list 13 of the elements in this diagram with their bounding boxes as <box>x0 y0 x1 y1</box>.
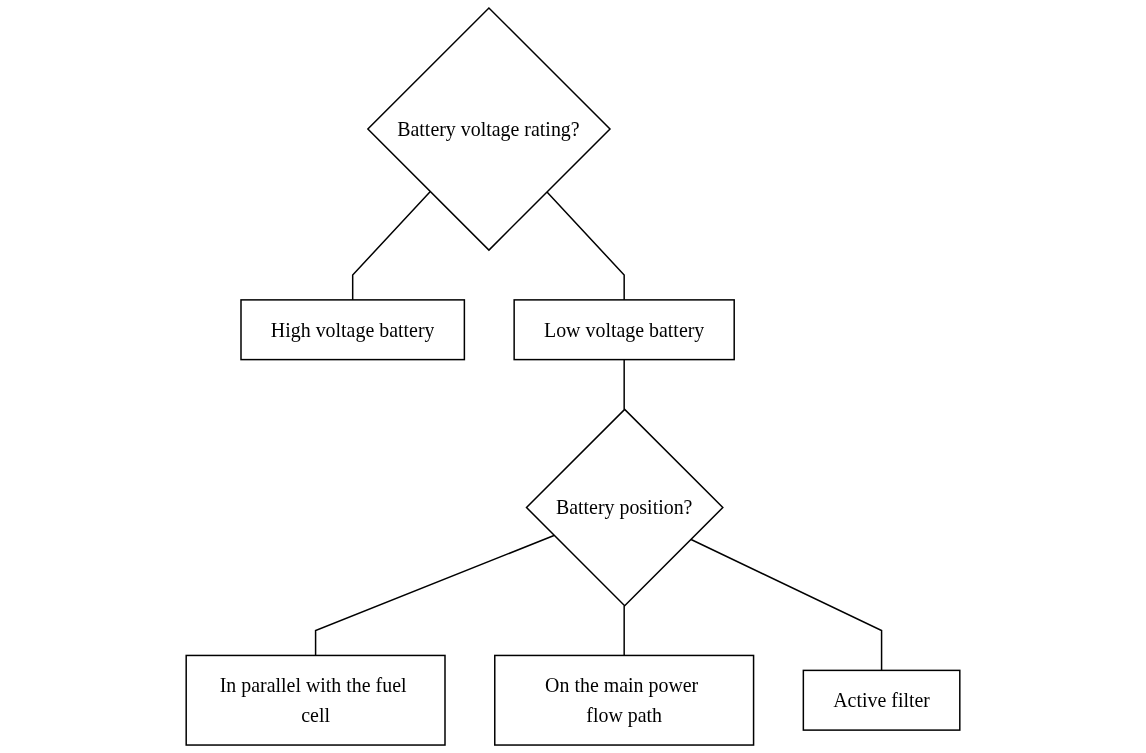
node-diamond: Battery voltage rating? <box>366 6 612 252</box>
connector <box>623 358 625 411</box>
node-box: Active filter <box>802 669 961 731</box>
connector <box>623 604 625 657</box>
node-box: In parallel with the fuel cell <box>185 654 446 746</box>
node-box: Low voltage battery <box>513 299 735 361</box>
connector <box>314 534 555 657</box>
node-diamond: Battery position? <box>525 408 724 607</box>
connector <box>546 191 625 301</box>
node-box: High voltage battery <box>240 299 466 361</box>
connector <box>689 538 883 672</box>
node-box: On the main power flow path <box>494 654 755 746</box>
connector <box>351 191 431 301</box>
